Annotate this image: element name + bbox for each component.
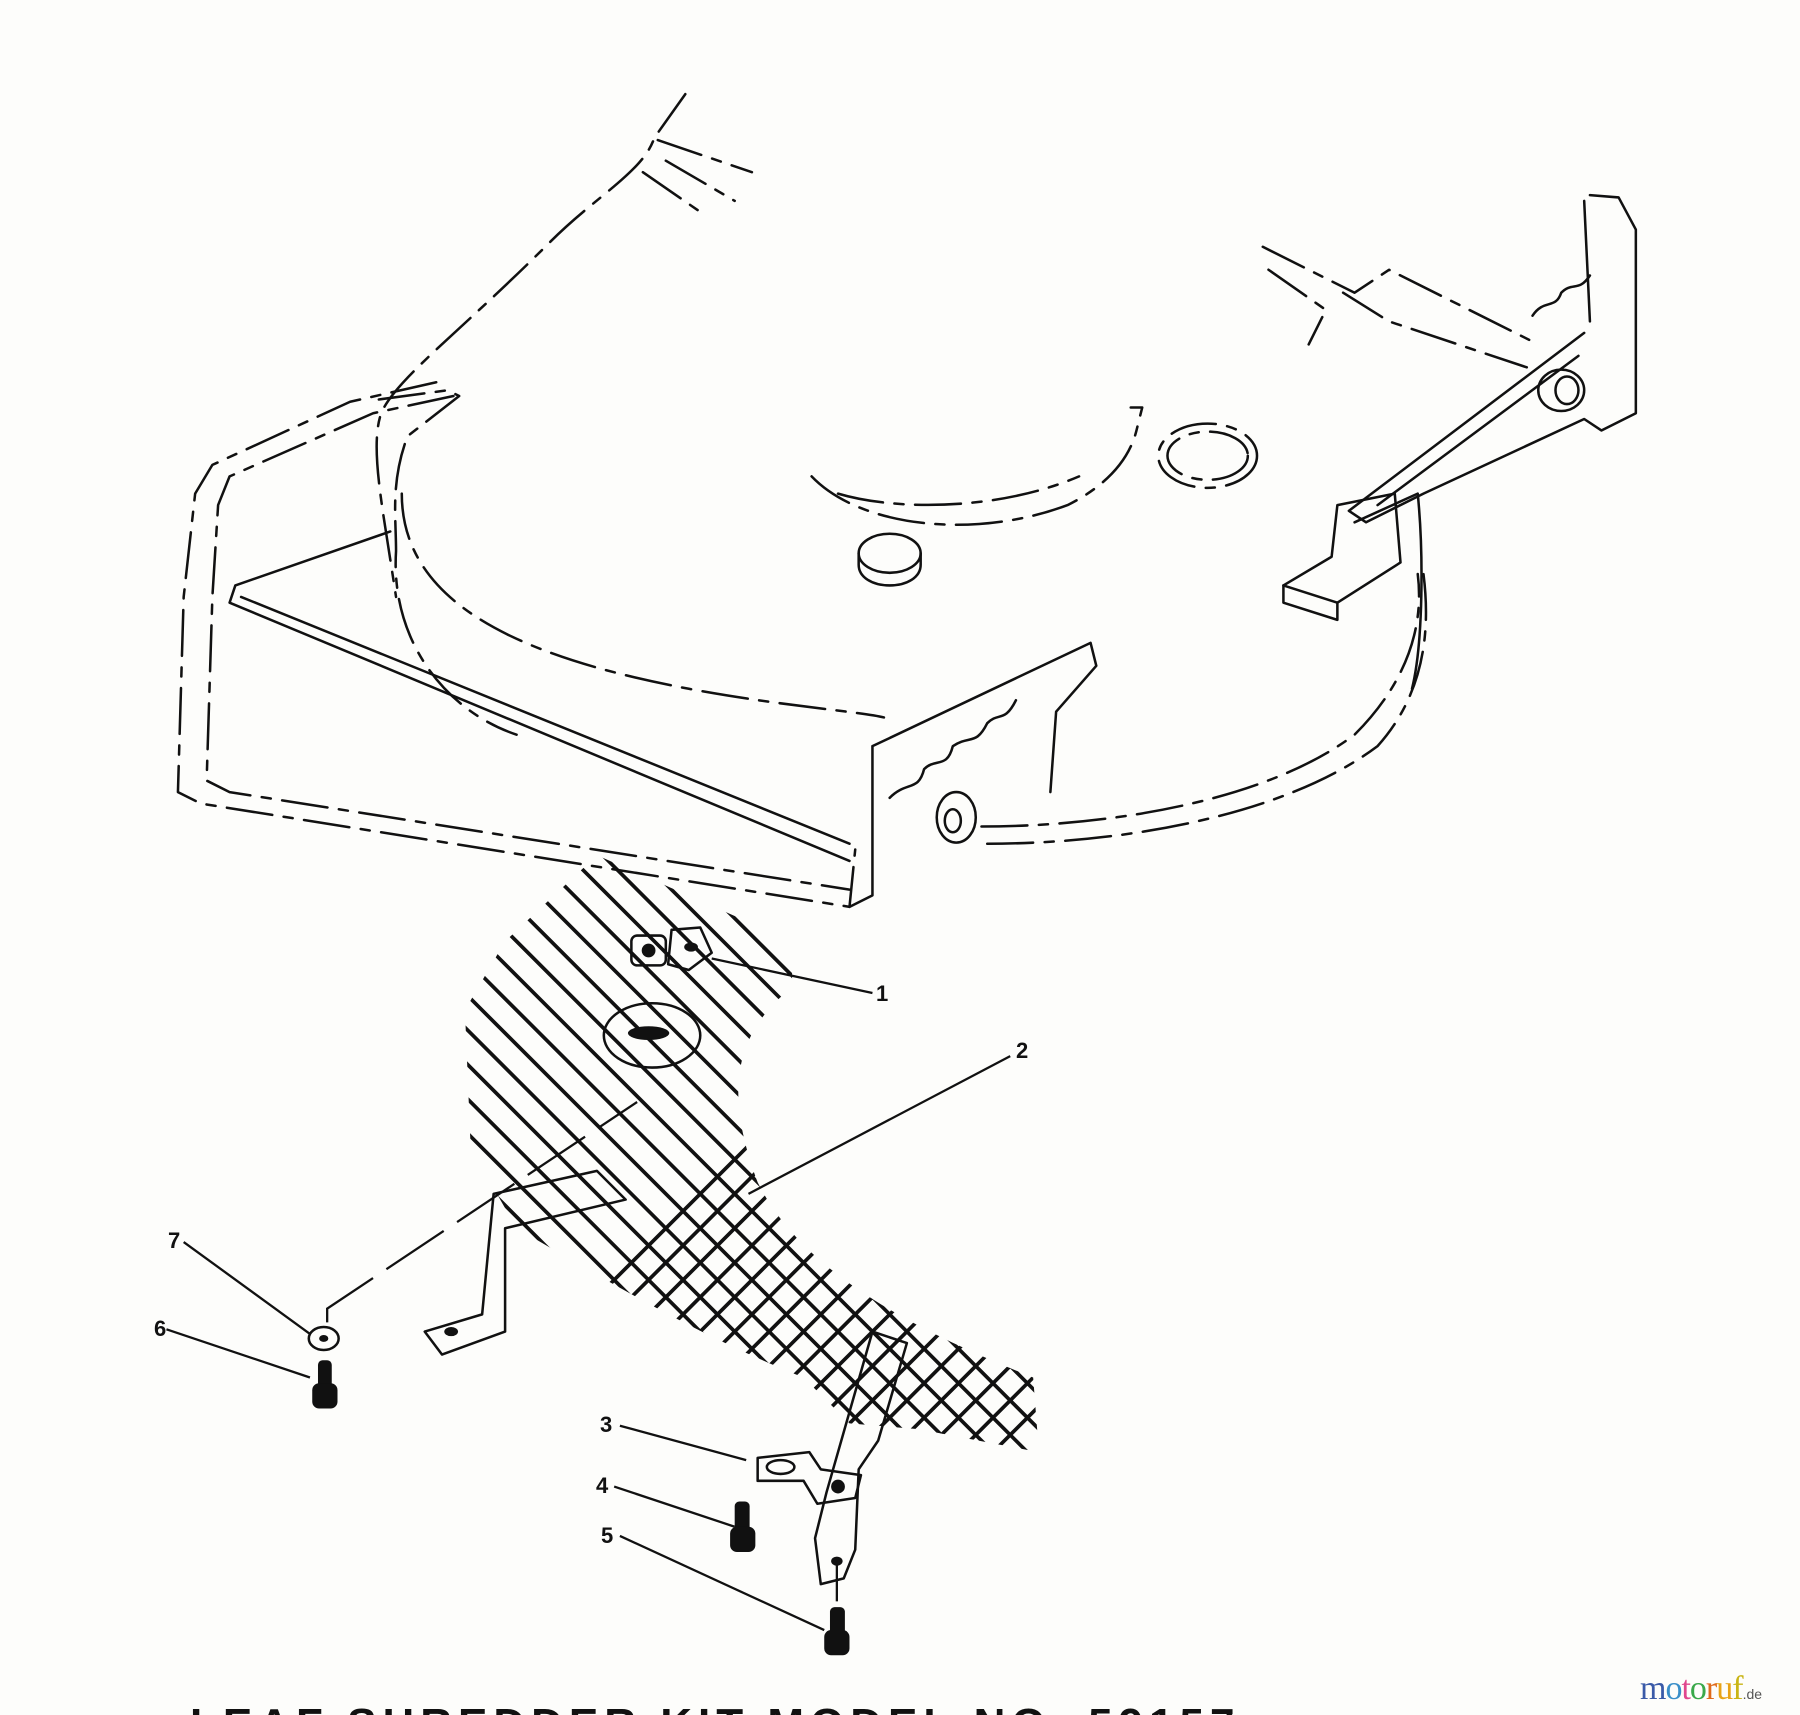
screw-5	[824, 1607, 850, 1656]
callout-5: 5	[601, 1523, 614, 1548]
wm-suffix: .de	[1742, 1686, 1763, 1702]
diagram-title-cut-off: LEAF SHREDDER KIT MODEL NO. 59157	[190, 1700, 1240, 1715]
wm-letter: o	[1665, 1670, 1682, 1707]
leader-2	[747, 1055, 1011, 1195]
callout-6: 6	[154, 1316, 167, 1341]
wm-letter: o	[1689, 1670, 1707, 1707]
leader-5	[619, 1534, 825, 1632]
leader-7	[182, 1241, 311, 1335]
callout-1: 1	[876, 981, 889, 1006]
callout-7: 7	[168, 1228, 181, 1253]
wm-letter: t	[1681, 1670, 1691, 1707]
callout-4: 4	[596, 1473, 609, 1498]
wm-letter: f	[1732, 1670, 1743, 1707]
leader-4	[613, 1485, 736, 1528]
wm-letter: u	[1716, 1670, 1733, 1707]
height-adjust-bracket-rear	[1347, 193, 1638, 524]
wm-letter: m	[1640, 1670, 1666, 1707]
deck-left-flange	[377, 389, 518, 736]
deck-outline	[375, 92, 687, 599]
leader-3	[619, 1424, 747, 1462]
screw-4	[730, 1501, 756, 1552]
callout-2: 2	[1016, 1038, 1029, 1063]
leader-1	[711, 957, 873, 995]
screw-6	[312, 1360, 338, 1409]
leaf-shredder-screen	[464, 855, 1039, 1453]
motoruf-watermark[interactable]: motoruf.de	[1640, 1672, 1762, 1706]
washer-7	[307, 1325, 340, 1352]
wm-letter: r	[1705, 1670, 1717, 1707]
height-adjust-bracket-front	[848, 641, 1098, 909]
callout-3: 3	[600, 1412, 613, 1437]
leader-6	[166, 1328, 311, 1379]
